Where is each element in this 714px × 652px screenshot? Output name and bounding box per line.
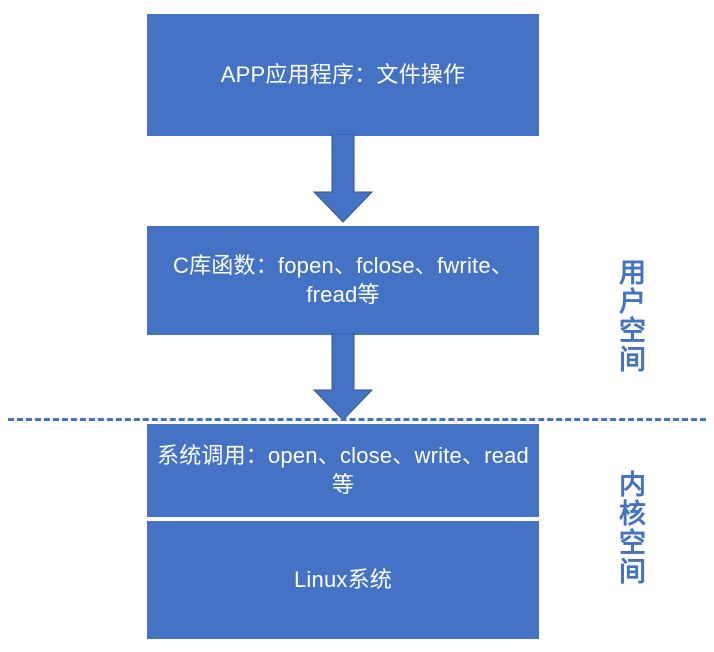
box-syscall-label: 系统调用：open、close、write、read等 bbox=[157, 442, 529, 497]
box-app-label: APP应用程序：文件操作 bbox=[220, 61, 466, 87]
box-kernel-group[interactable]: 系统调用：open、close、write、read等 Linux系统 bbox=[147, 424, 539, 639]
label-user-space: 用户空间 bbox=[615, 258, 645, 374]
user-kernel-boundary-line bbox=[8, 418, 706, 421]
arrow-libc-to-syscall-icon bbox=[312, 332, 374, 422]
arrow-app-to-libc-icon bbox=[312, 133, 374, 224]
box-libc-label: C库函数：fopen、fclose、fwrite、fread等 bbox=[173, 252, 513, 307]
label-kernel-space: 内核空间 bbox=[615, 470, 645, 586]
box-linux-system[interactable]: Linux系统 bbox=[147, 521, 539, 639]
box-c-library-functions[interactable]: C库函数：fopen、fclose、fwrite、fread等 bbox=[147, 226, 539, 335]
box-app-application[interactable]: APP应用程序：文件操作 bbox=[147, 14, 539, 136]
box-system-call[interactable]: 系统调用：open、close、write、read等 bbox=[147, 424, 539, 517]
box-linux-label: Linux系统 bbox=[294, 566, 392, 592]
kernel-section-divider bbox=[147, 517, 539, 521]
